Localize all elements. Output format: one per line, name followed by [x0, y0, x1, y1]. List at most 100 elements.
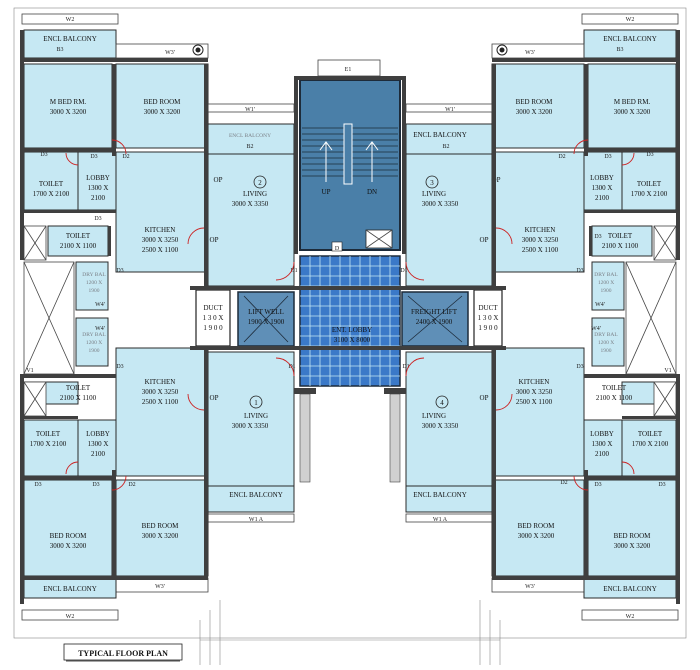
tl-w2-label: W2 [66, 17, 75, 23]
bl-d3a: D3 [34, 482, 41, 488]
br-w2-label: W2 [626, 614, 635, 620]
tl-unit-number-circle [253, 175, 267, 189]
tr-living-name: LIVING [422, 190, 446, 198]
br-kitchen [491, 347, 585, 477]
br-d3b: D3 [594, 482, 601, 488]
unit-top-left: W2 ENCL BALCONY B3 W3' M BED RM. 3000 X … [20, 13, 295, 375]
br-living-name: LIVING [422, 412, 446, 420]
duct-left-name: DUCT [203, 304, 223, 312]
tr-kitchen [491, 151, 585, 273]
bl-bed2-name: BED ROOM [142, 522, 180, 530]
tr-living [405, 153, 493, 287]
br-toilet2-name: TOILET [602, 384, 627, 392]
tr-master-bed [587, 63, 677, 149]
floor-plan-title: TYPICAL FLOOR PLAN [78, 649, 168, 658]
tr-lobby-name: LOBBY [590, 174, 614, 182]
bl-v1: V1 [26, 368, 33, 374]
duct-left [195, 289, 231, 347]
br-encl-balcony-mid [405, 485, 493, 513]
br-dry-balcony [591, 317, 625, 367]
br-d2: D2 [560, 480, 567, 486]
tr-toilet1-size: 1700 X 2100 [631, 190, 668, 198]
tr-bed-name: BED ROOM [516, 98, 554, 106]
tr-d2: D2 [558, 154, 565, 160]
bl-lobby-name: LOBBY [86, 430, 110, 438]
unit-top-right: W2 ENCL BALCONY B3 W3' M BED RM. 3000 X … [405, 13, 680, 375]
stair-up-arrow-icon [319, 141, 333, 182]
br-bed-room-1 [587, 479, 677, 577]
unit-bottom-right: TOILET 2100 X 1100 TOILET 1700 X 2100 LO… [405, 317, 680, 621]
tr-mbed-name: M BED RM. [614, 98, 651, 106]
br-bed1-size: 3000 X 3200 [614, 542, 651, 550]
bl-op-a: OP [210, 394, 219, 402]
bl-drybal-b: 1200 X [86, 340, 102, 346]
bl-w1a-label: W1 A [249, 517, 264, 523]
tr-toilet2-size: 2100 X 1100 [602, 242, 639, 250]
br-window-w3 [491, 577, 585, 593]
bl-encl-balcony-bottom-label: ENCL BALCONY [43, 585, 97, 593]
tl-bed-room [115, 63, 209, 149]
lobby-size: 3100 X 8000 [334, 336, 371, 344]
bl-d2: D2 [128, 482, 135, 488]
tr-w1-label: W1' [445, 107, 455, 113]
br-living-size: 3000 X 3350 [422, 422, 459, 430]
br-kitchen-name: KITCHEN [519, 378, 550, 386]
bl-living-name: LIVING [244, 412, 268, 420]
tr-d3c: D3 [594, 234, 601, 240]
tr-dry-balcony [591, 261, 625, 311]
bl-d3b: D3 [92, 482, 99, 488]
stair-dn-label: DN [367, 188, 377, 196]
tr-d3b: D3 [604, 154, 611, 160]
tl-bed-size: 3000 X 3200 [144, 108, 181, 116]
br-lobby [583, 419, 623, 477]
tl-lobby-size-b: 2100 [91, 194, 106, 202]
br-drybal-c: 1900 [601, 348, 612, 354]
stair-e1-label: E1 [345, 67, 352, 73]
tr-encl-balcony-top-label: ENCL BALCONY [603, 35, 657, 43]
tl-d3b: D3 [90, 154, 97, 160]
tl-window-w2 [21, 13, 119, 25]
lobby-name: ENT. LOBBY [332, 326, 372, 334]
tr-encl-balcony-top [583, 29, 677, 59]
bl-bed2-size: 3000 X 3200 [142, 532, 179, 540]
bl-d3c: D3 [116, 364, 123, 370]
duct-right-name: DUCT [478, 304, 498, 312]
tl-d3d: D3 [116, 268, 123, 274]
tr-toilet1-name: TOILET [637, 180, 662, 188]
tl-lobby-size-a: 1300 X [88, 184, 109, 192]
bl-unit-number: 1 [254, 399, 258, 407]
bl-toilet1-name: TOILET [36, 430, 61, 438]
unit-bottom-left: TOILET 2100 X 1100 TOILET 1700 X 2100 LO… [20, 317, 295, 621]
bl-toilet2-size: 2100 X 1100 [60, 394, 97, 402]
freight-lift-size: 2400 X 1900 [416, 318, 453, 326]
bl-unit-number-circle [249, 395, 263, 409]
duct-right-size-a: 1 3 0 X [478, 314, 499, 322]
tl-master-bed [23, 63, 113, 149]
br-unit-number: 4 [440, 399, 444, 407]
tl-d2: D2 [122, 154, 129, 160]
tr-d3d: D3 [576, 268, 583, 274]
tl-w4: W4' [95, 302, 105, 308]
br-bed2-name: BED ROOM [518, 522, 556, 530]
bl-lobby-size-a: 1300 X [88, 440, 109, 448]
lobby-left-pier [299, 393, 311, 483]
tl-lobby-name: LOBBY [86, 174, 110, 182]
tl-d3c: D3 [94, 216, 101, 222]
tl-op-a: OP [214, 176, 223, 184]
bl-toilet-1 [23, 419, 79, 477]
tr-bed-room [491, 63, 585, 149]
br-lobby-name: LOBBY [590, 430, 614, 438]
br-encl-balcony-mid-label: ENCL BALCONY [413, 491, 467, 499]
stair-up-label: UP [322, 188, 331, 196]
bl-w2-label: W2 [66, 614, 75, 620]
bl-dry-balcony [75, 317, 109, 367]
tl-toilet1-size: 1700 X 2100 [33, 190, 70, 198]
br-drybal-a: DRY BAL [594, 332, 618, 338]
tr-unit-number-circle [425, 175, 439, 189]
tl-living [207, 153, 295, 287]
tr-w4: W4' [595, 302, 605, 308]
br-lobby-size-b: 2100 [595, 450, 610, 458]
br-d3a: D3 [658, 482, 665, 488]
bl-toilet2-name: TOILET [66, 384, 91, 392]
tr-living-size: 3000 X 3350 [422, 200, 459, 208]
